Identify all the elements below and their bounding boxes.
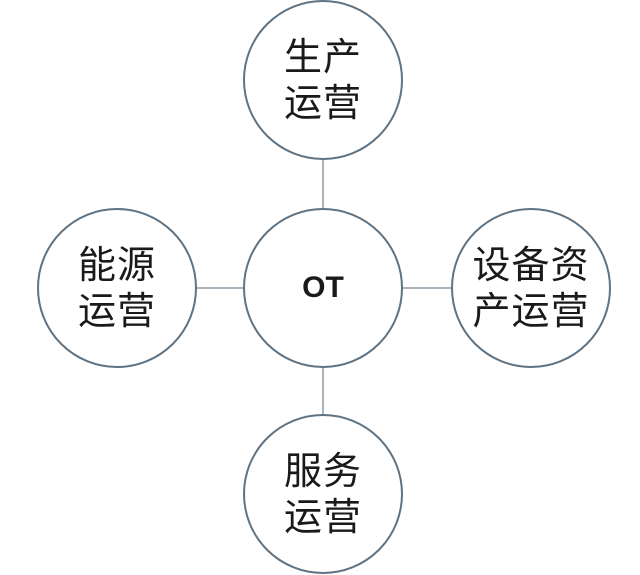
connector-left [195,287,247,289]
node-energy-operations: 能源 运营 [37,208,197,368]
node-label-line-2: 产运营 [472,289,590,333]
node-label-line-1: 能源 [77,243,156,287]
node-label-line-2: 运营 [283,495,362,539]
node-production-operations: 生产 运营 [243,0,403,160]
node-label-line-1: 服务 [283,449,362,493]
node-ot-center: OT [243,208,403,368]
node-service-operations: 服务 运营 [243,414,403,574]
node-label-line-2: 运营 [77,289,156,333]
connector-bottom [322,365,324,417]
node-label-line-1: 设备资 [472,243,590,287]
node-equipment-asset-operations: 设备资 产运营 [451,208,611,368]
node-label-line-2: 运营 [283,81,362,125]
node-label-line-1: 生产 [283,35,362,79]
center-label: OT [302,271,344,304]
connector-right [402,287,454,289]
connector-top [322,158,324,210]
